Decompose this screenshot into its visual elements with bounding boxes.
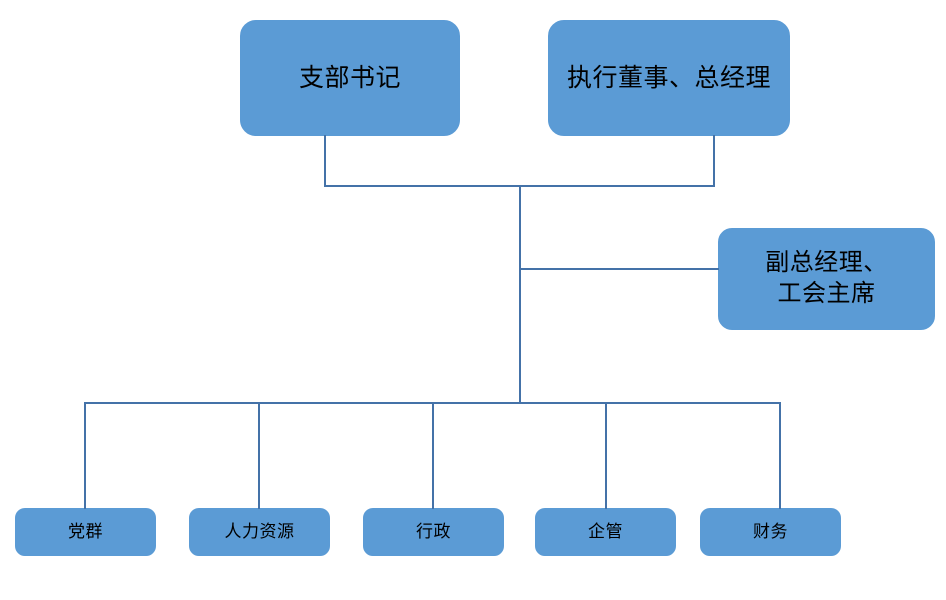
connector-department-drop-human-resources	[258, 402, 260, 509]
node-department-human-resources[interactable]: 人力资源	[189, 508, 330, 556]
connector-executive-director-drop	[713, 135, 715, 186]
connector-party-secretary-drop	[324, 135, 326, 186]
node-party-secretary[interactable]: 支部书记	[240, 20, 460, 136]
connector-main-trunk	[519, 185, 521, 404]
node-department-administration[interactable]: 行政	[363, 508, 504, 556]
node-department-finance[interactable]: 财务	[700, 508, 841, 556]
connector-department-drop-administration	[432, 402, 434, 509]
node-department-enterprise-management[interactable]: 企管	[535, 508, 676, 556]
node-department-party-affairs[interactable]: 党群	[15, 508, 156, 556]
connector-department-drop-enterprise-management	[605, 402, 607, 509]
node-deputy-general-manager-union-chair[interactable]: 副总经理、 工会主席	[718, 228, 935, 330]
connector-department-drop-party-affairs	[84, 402, 86, 509]
connector-deputy-gm-branch	[519, 268, 719, 270]
connector-department-drop-finance	[779, 402, 781, 509]
node-executive-director-general-manager[interactable]: 执行董事、总经理	[548, 20, 790, 136]
